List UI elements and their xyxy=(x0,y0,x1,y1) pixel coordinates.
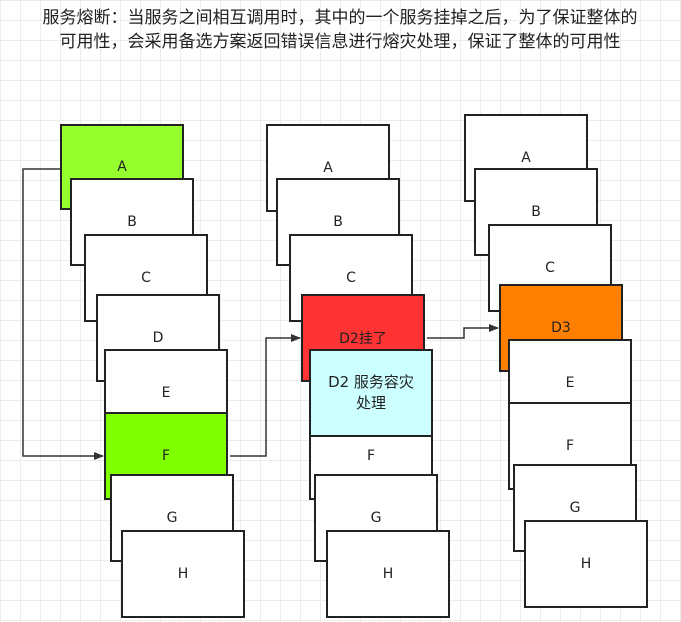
arrow-f-to-d2 xyxy=(230,334,301,457)
stack2-node-h: H xyxy=(326,530,450,618)
stack3-node-h: H xyxy=(524,520,648,608)
stack1-node-h: H xyxy=(121,530,245,618)
arrow-d2-to-d3 xyxy=(427,324,499,339)
diagram-title: 服务熔断：当服务之间相互调用时，其中的一个服务挂掉之后，为了保证整体的可用性，会… xyxy=(42,8,638,52)
arrow-a-to-f xyxy=(22,168,104,460)
